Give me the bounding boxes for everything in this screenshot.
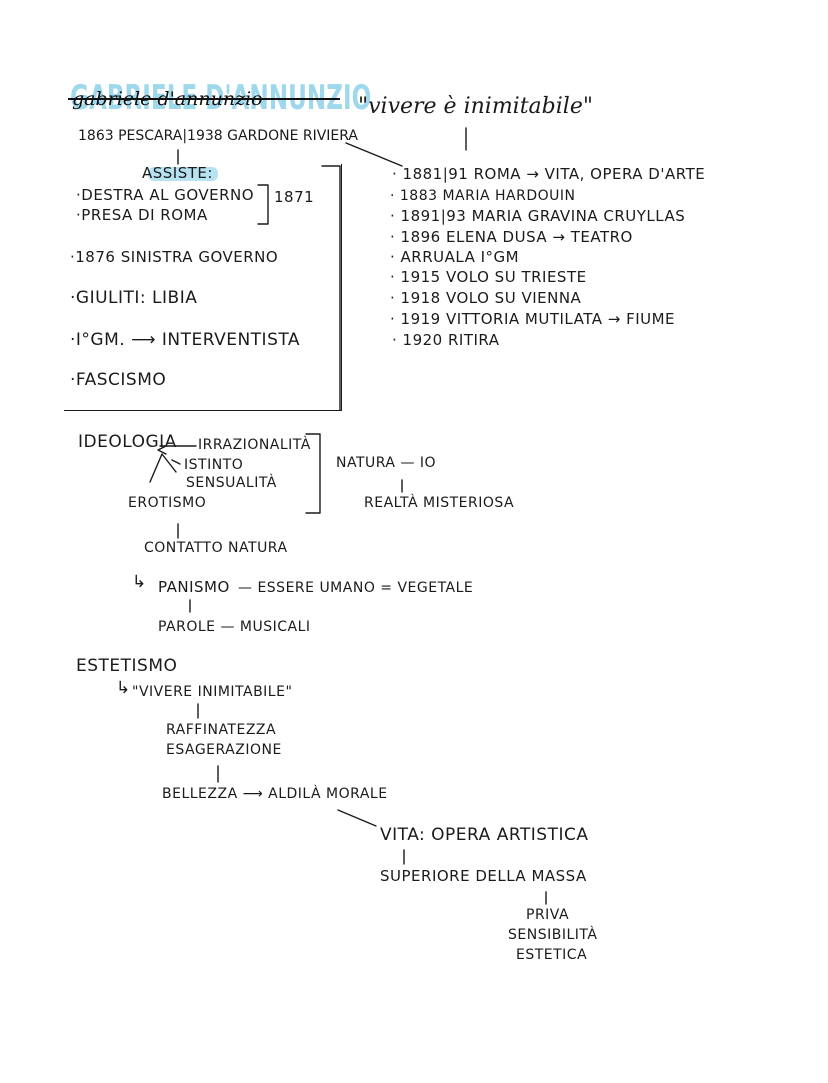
giolitti-item: ·GIULITI: LIBIA bbox=[70, 288, 198, 308]
title-underline bbox=[68, 98, 340, 100]
contatto-natura-label: CONTATTO NATURA bbox=[144, 540, 288, 556]
realta-misteriosa-label: REALTÀ MISTERIOSA bbox=[364, 495, 515, 511]
destra-item: ·DESTRA AL GOVERNO bbox=[76, 186, 255, 204]
timeline-item: · 1883 MARIA HARDOUIN bbox=[390, 188, 576, 204]
priva-label: PRIVA bbox=[526, 907, 570, 923]
panismo-label: PANISMO bbox=[158, 578, 230, 596]
esagerazione-label: ESAGERAZIONE bbox=[166, 742, 282, 758]
timeline-item: · 1915 VOLO SU TRIESTE bbox=[390, 268, 587, 286]
sensibilita-label: SENSIBILITÀ bbox=[508, 927, 598, 943]
presa-item: ·PRESA DI ROMA bbox=[76, 206, 208, 224]
fascismo-item: ·FASCISMO bbox=[70, 370, 167, 390]
istinto-label: ISTINTO bbox=[184, 457, 244, 473]
essere-umano-label: — ESSERE UMANO = VEGETALE bbox=[238, 580, 474, 596]
motto: "vivere è inimitabile" bbox=[358, 94, 593, 119]
timeline-item: · 1896 ELENA DUSA → TEATRO bbox=[390, 228, 633, 246]
timeline-item: · 1891|93 MARIA GRAVINA CRUYLLAS bbox=[390, 207, 686, 225]
timeline-item: · 1920 RITIRA bbox=[392, 331, 500, 349]
erotismo-label: EROTISMO bbox=[128, 495, 207, 511]
bellezza-label: BELLEZZA ⟶ ALDILÀ MORALE bbox=[162, 786, 388, 802]
vivere-inimitabile-label: "VIVERE INIMITABILE" bbox=[132, 684, 293, 700]
timeline-item: · 1919 VITTORIA MUTILATA → FIUME bbox=[390, 310, 676, 328]
timeline-item: · 1881|91 ROMA → VITA, OPERA D'ARTE bbox=[392, 165, 706, 183]
panismo-arrow: ↳ bbox=[132, 572, 147, 592]
raffinatezza-label: RAFFINATEZZA bbox=[166, 722, 277, 738]
parole-musicali-label: PAROLE — MUSICALI bbox=[158, 619, 311, 635]
estetica-label: ESTETICA bbox=[516, 947, 588, 963]
igm-item: ·I°GM. ⟶ INTERVENTISTA bbox=[70, 330, 301, 350]
context-box bbox=[64, 164, 342, 411]
sinistra-item: ·1876 SINISTRA GOVERNO bbox=[70, 248, 279, 266]
vita-opera-label: VITA: OPERA ARTISTICA bbox=[380, 825, 589, 845]
irrazionalita-label: IRRAZIONALITÀ bbox=[198, 437, 311, 453]
natura-io-label: NATURA — IO bbox=[336, 455, 437, 471]
ideologia-heading: IDEOLOGIA bbox=[78, 432, 177, 452]
assiste-highlight bbox=[148, 167, 218, 181]
birth-death-dates: 1863 PESCARA|1938 GARDONE RIVIERA bbox=[78, 128, 359, 144]
timeline-item: · 1918 VOLO SU VIENNA bbox=[390, 289, 582, 307]
year-1871: 1871 bbox=[274, 188, 315, 206]
estetismo-arrow: ↳ bbox=[116, 678, 131, 698]
timeline-item: · ARRUALA I°GM bbox=[390, 248, 520, 266]
superiore-massa-label: SUPERIORE DELLA MASSA bbox=[380, 867, 587, 885]
assiste-label: ASSISTE: bbox=[142, 164, 213, 182]
sensualita-label: SENSUALITÀ bbox=[186, 475, 277, 491]
estetismo-heading: ESTETISMO bbox=[76, 656, 178, 676]
